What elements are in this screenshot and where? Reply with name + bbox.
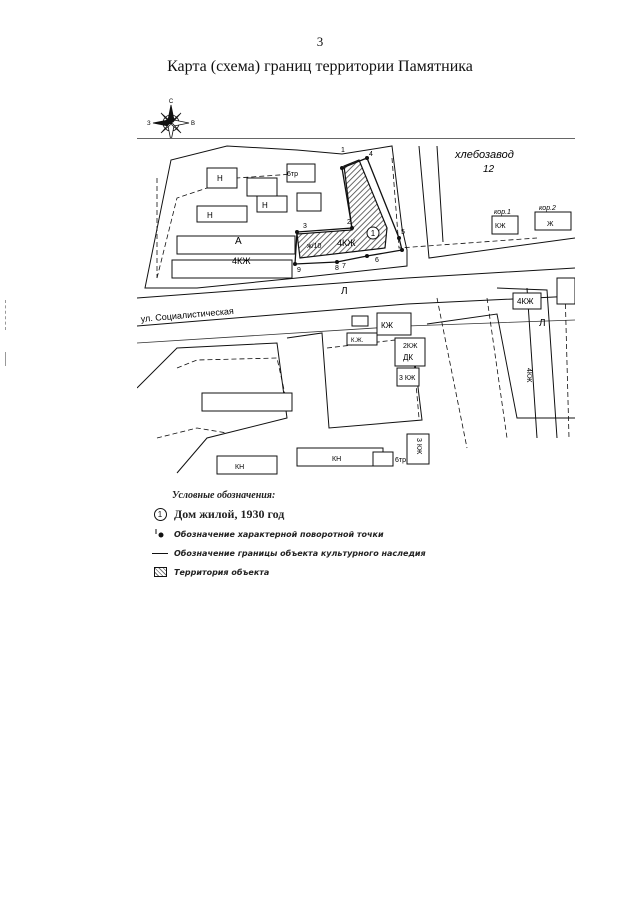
boundary-line-icon — [152, 552, 168, 554]
building-label: 6тр — [287, 171, 298, 178]
building-label: КН — [235, 464, 244, 471]
legend-item-point: Обозначение характерной поворотной точки — [150, 527, 570, 541]
hatched-area-icon — [153, 567, 167, 577]
building-label: КЖ — [495, 223, 506, 230]
building-label: 3 КЖ — [415, 438, 422, 455]
left-margin-mark — [5, 352, 7, 366]
monument-label: 4КЖ — [337, 238, 356, 248]
map-legend: Условные обозначения: 1 Дом жилой, 1930 … — [150, 490, 570, 584]
factory-label: хлебозавод — [454, 149, 514, 161]
legend-text: Дом жилой, 1930 год — [174, 507, 285, 521]
compass-west: З — [147, 121, 151, 127]
boundary-point-8: 8 — [335, 265, 339, 272]
building-label: Н — [262, 201, 268, 210]
boundary-point-6: 6 — [375, 257, 379, 264]
building-label: ДК — [403, 353, 413, 362]
building-label: кор.2 — [539, 205, 556, 212]
building-label: КН — [332, 456, 341, 463]
boundary-point-4: 4 — [369, 151, 373, 158]
building-label: 6тр — [395, 457, 406, 464]
building-label: 4КЖ — [525, 368, 532, 383]
compass-north: С — [169, 99, 174, 105]
boundary-point-5: 5 — [401, 229, 405, 236]
compass-rose-icon: С Ю З В — [147, 99, 195, 148]
boundary-point-3: 3 — [303, 223, 307, 230]
legend-text: Обозначение границы объекта культурного … — [174, 548, 426, 558]
monument-marker: 1 — [371, 229, 376, 238]
page-number: 3 — [316, 34, 324, 49]
building-label: Н — [217, 174, 223, 183]
building-label: 4КЖ — [517, 297, 534, 306]
boundary-point-9: 9 — [297, 267, 301, 274]
building-label: кор.1 — [494, 209, 511, 216]
boundary-point-2: 2 — [347, 219, 351, 226]
building-label: Ж — [547, 221, 554, 228]
factory-number: 12 — [483, 164, 495, 175]
building-label: 3 КЖ — [399, 375, 416, 382]
zone-label: Л — [539, 318, 546, 329]
zone-label: А — [235, 236, 242, 247]
building-label: КЖ — [381, 321, 394, 330]
legend-text: Обозначение характерной поворотной точки — [174, 529, 384, 539]
site-map: 1 4КЖ ж/10 1 2 3 4 5 6 7 8 9 хлебозавод … — [137, 138, 575, 478]
legend-item-building: 1 Дом жилой, 1930 год — [150, 507, 570, 522]
boundary-point-1: 1 — [341, 147, 345, 154]
zone-label: Л — [341, 286, 348, 297]
building-label: К.Ж. — [351, 338, 364, 344]
legend-heading: Условные обозначения: — [172, 490, 276, 501]
building-label: Н — [207, 211, 213, 220]
building-label: 2КЖ — [403, 343, 418, 350]
boundary-point-7: 7 — [342, 263, 346, 270]
legend-item-boundary: Обозначение границы объекта культурного … — [150, 546, 570, 560]
compass-east: В — [191, 121, 195, 127]
page-title: Карта (схема) границ территории Памятник… — [167, 58, 473, 75]
monument-side-label: ж/10 — [307, 243, 322, 250]
legend-text: Территория объекта — [174, 567, 270, 577]
building-label: 4КЖ — [232, 256, 251, 266]
turning-point-icon — [155, 529, 164, 538]
legend-item-territory: Территория объекта — [150, 565, 570, 579]
left-margin-mark — [5, 300, 7, 330]
circled-number-icon: 1 — [153, 508, 167, 521]
